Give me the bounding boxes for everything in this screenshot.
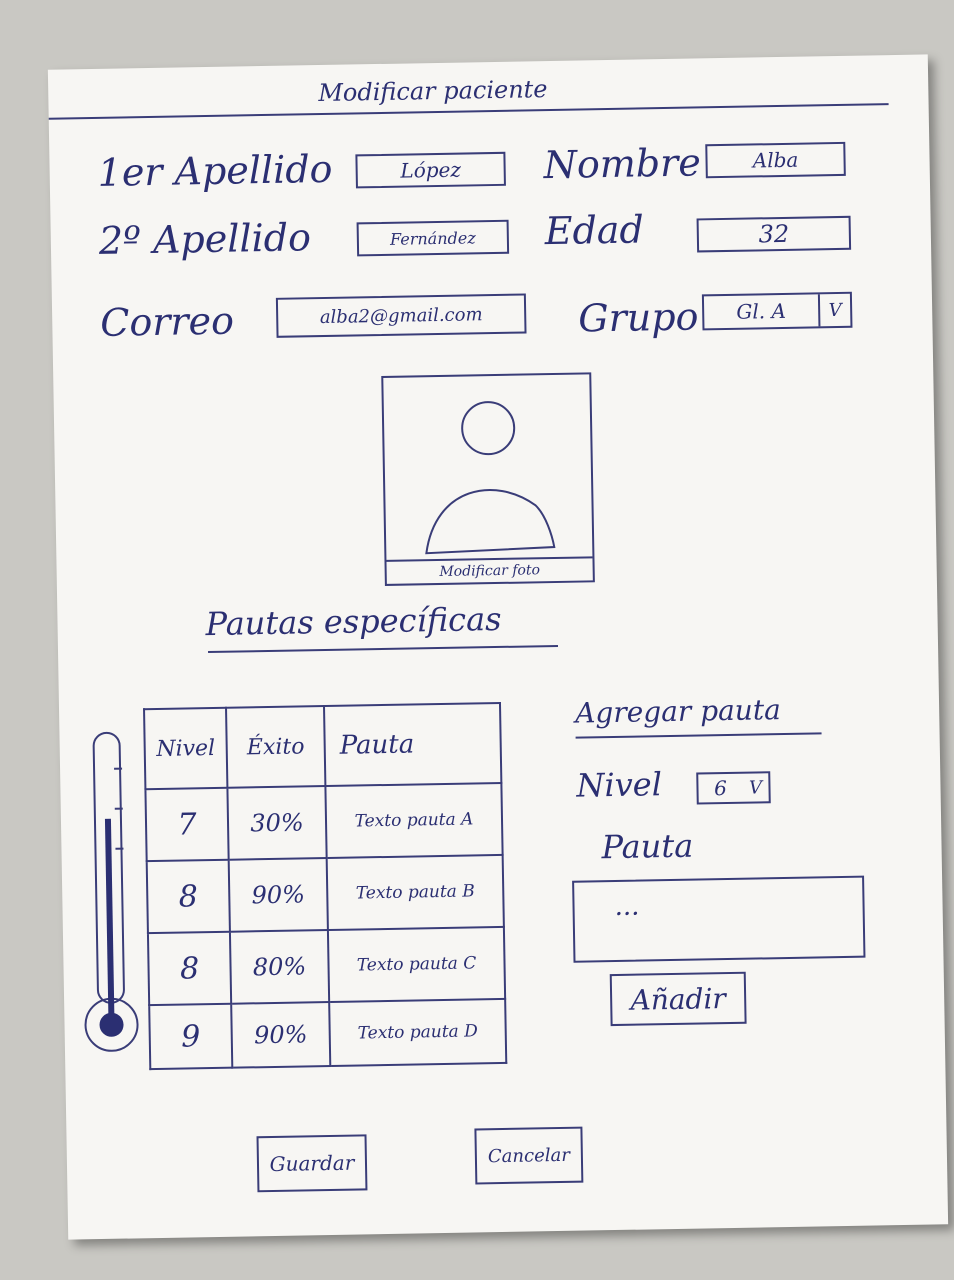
column-header-level: Nivel [144, 707, 228, 790]
sketch-paper: Modificar paciente 1er Apellido López No… [47, 54, 949, 1240]
cancel-button[interactable]: Cancelar [474, 1126, 584, 1185]
table-header-row: Nivel Éxito Pauta [144, 702, 502, 790]
level-select-value: 6 [713, 776, 728, 801]
guidelines-table: Nivel Éxito Pauta 7 30% Texto pauta A 8 … [143, 702, 507, 1070]
patient-photo: Modificar foto [381, 372, 595, 586]
first-surname-field[interactable]: López [355, 151, 506, 189]
thermometer-icon [84, 731, 139, 1052]
add-guideline-underline [575, 732, 822, 739]
row-guideline: Texto pauta A [325, 782, 503, 859]
email-label: Correo [99, 298, 235, 345]
table-row[interactable]: 8 90% Texto pauta B [146, 854, 504, 934]
row-level: 9 [149, 1003, 233, 1070]
table-row[interactable]: 7 30% Texto pauta A [145, 782, 503, 862]
row-level: 8 [147, 931, 232, 1006]
row-guideline: Texto pauta D [329, 998, 507, 1066]
level-select[interactable]: 6 V [696, 771, 771, 805]
row-guideline: Texto pauta B [326, 854, 504, 931]
guidelines-heading: Pautas específicas [205, 599, 502, 644]
save-button[interactable]: Guardar [256, 1134, 368, 1193]
column-header-success: Éxito [226, 706, 326, 788]
second-surname-label: 2º Apellido [98, 215, 312, 263]
group-label: Grupo [577, 294, 699, 341]
row-success: 90% [231, 1002, 331, 1068]
row-success: 30% [227, 786, 327, 860]
guideline-text-label: Pauta [601, 826, 694, 867]
email-field[interactable]: alba2@gmail.com [275, 293, 527, 338]
age-field[interactable]: 32 [696, 215, 852, 253]
name-field[interactable]: Alba [705, 141, 846, 179]
level-label: Nivel [576, 765, 663, 805]
chevron-down-icon[interactable]: V [748, 776, 763, 799]
row-guideline: Texto pauta C [327, 926, 506, 1003]
change-photo-button[interactable]: Modificar foto [386, 556, 593, 584]
guideline-text-input[interactable]: ... [572, 875, 866, 963]
name-label: Nombre [543, 140, 702, 188]
table-row[interactable]: 9 90% Texto pauta D [149, 998, 507, 1070]
guidelines-underline [208, 644, 559, 654]
group-select[interactable]: Gl. A V [701, 291, 853, 331]
second-surname-field[interactable]: Fernández [356, 219, 510, 257]
user-avatar-icon [425, 401, 556, 555]
column-header-guideline: Pauta [324, 702, 502, 787]
row-level: 7 [145, 787, 229, 862]
row-success: 80% [229, 930, 330, 1004]
first-surname-label: 1er Apellido [97, 146, 333, 195]
row-success: 90% [228, 858, 328, 932]
add-guideline-heading: Agregar pauta [574, 693, 782, 730]
guideline-text-placeholder: ... [614, 891, 640, 923]
row-level: 8 [146, 859, 230, 934]
age-label: Edad [544, 207, 645, 254]
title-divider [48, 103, 889, 120]
group-select-value: Gl. A [736, 298, 787, 324]
window-title: Modificar paciente [318, 75, 548, 108]
add-guideline-button[interactable]: Añadir [609, 971, 747, 1027]
table-row[interactable]: 8 80% Texto pauta C [147, 926, 506, 1006]
chevron-down-icon[interactable]: V [817, 293, 851, 327]
